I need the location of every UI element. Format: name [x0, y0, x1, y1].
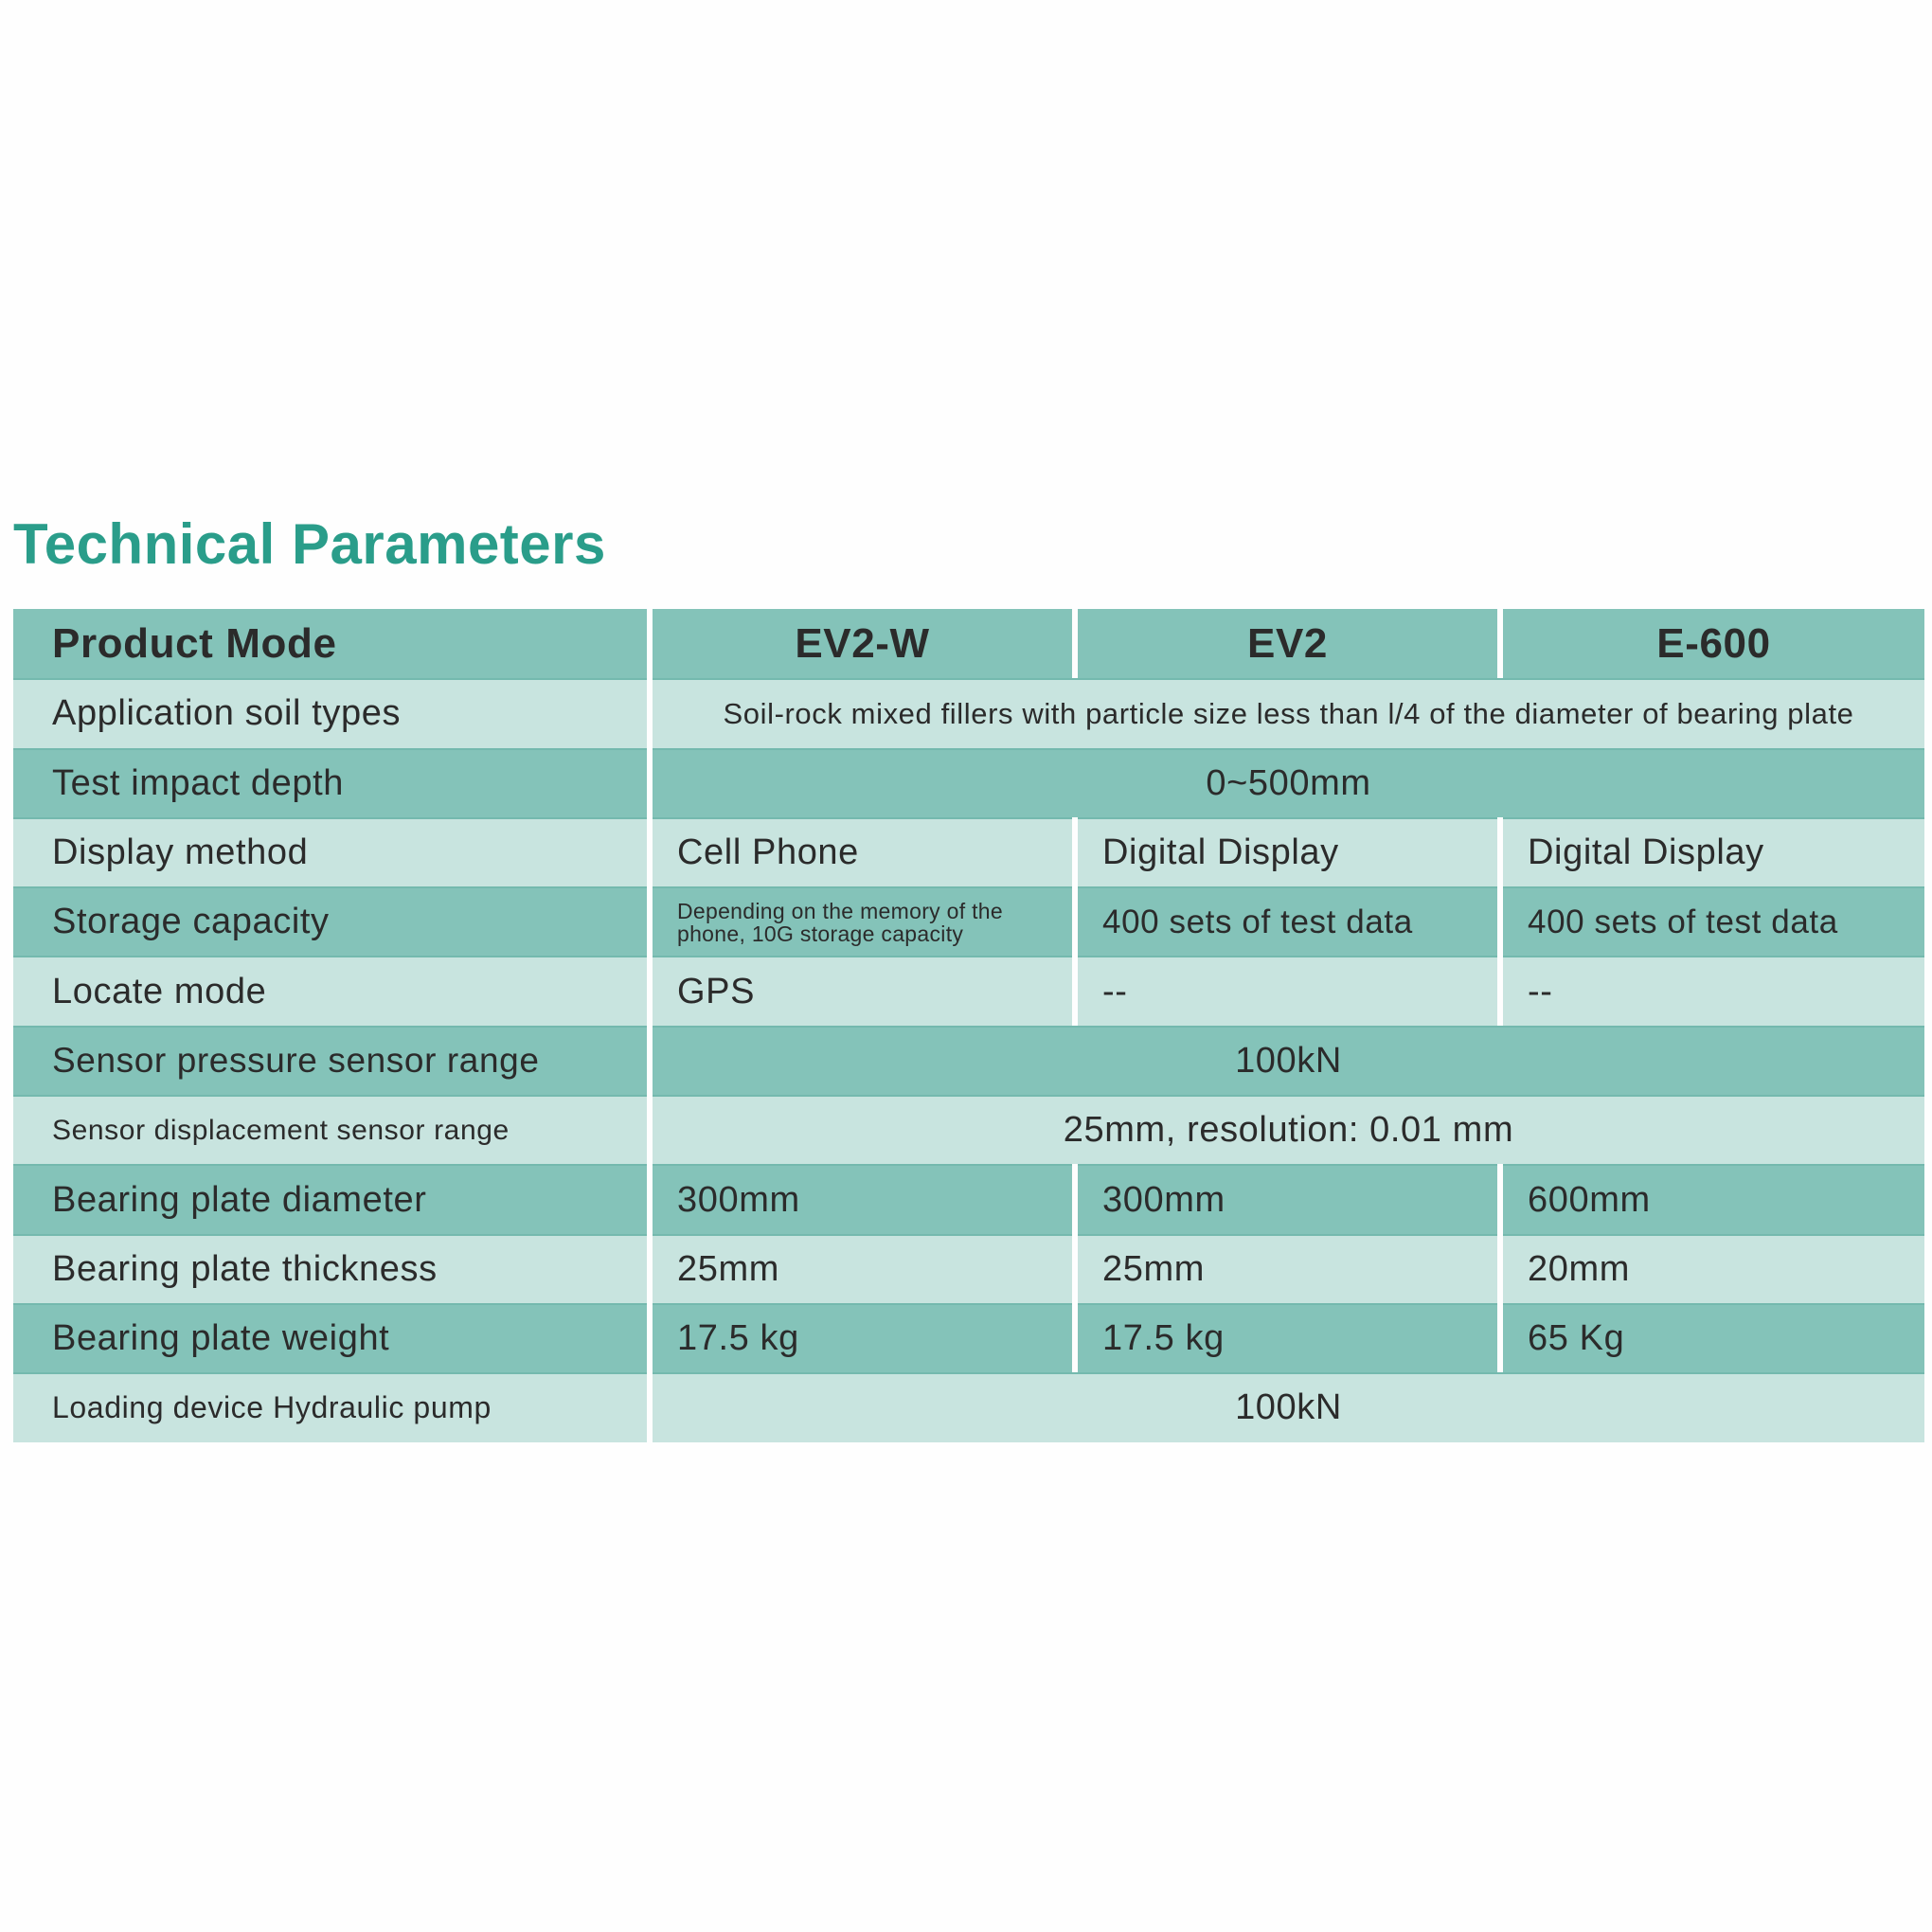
- cell-displacement: 25mm, resolution: 0.01 mm: [653, 1095, 1924, 1165]
- cell-loading: 100kN: [653, 1372, 1924, 1442]
- cell-storage-ev2: 400 sets of test data: [1078, 886, 1497, 957]
- cell-weight-ev2: 17.5 kg: [1078, 1302, 1497, 1373]
- cell-weight-ev2-w: 17.5 kg: [653, 1302, 1072, 1373]
- row-label-depth: Test impact depth: [13, 747, 647, 817]
- technical-parameters-table: Product Mode EV2-W EV2 E-600 Application…: [13, 609, 1924, 1442]
- cell-diameter-e-600: 600mm: [1503, 1164, 1924, 1234]
- row-label-diameter: Bearing plate diameter: [13, 1164, 647, 1234]
- cell-locate-ev2: --: [1078, 956, 1497, 1026]
- row-label-thickness: Bearing plate thickness: [13, 1233, 647, 1303]
- row-label-pressure: Sensor pressure sensor range: [13, 1025, 647, 1096]
- page-title: Technical Parameters: [13, 512, 606, 576]
- row-label-weight: Bearing plate weight: [13, 1302, 647, 1373]
- cell-thickness-ev2-w: 25mm: [653, 1233, 1072, 1303]
- cell-depth: 0~500mm: [653, 747, 1924, 817]
- header-model-e-600: E-600: [1503, 609, 1924, 679]
- cell-storage-ev2-w: Depending on the memory of the phone, 10…: [653, 886, 1072, 957]
- row-label-storage: Storage capacity: [13, 886, 647, 957]
- cell-pressure: 100kN: [653, 1025, 1924, 1096]
- cell-thickness-e-600: 20mm: [1503, 1233, 1924, 1303]
- cell-locate-e-600: --: [1503, 956, 1924, 1026]
- cell-storage-e-600: 400 sets of test data: [1503, 886, 1924, 957]
- cell-display-ev2: Digital Display: [1078, 816, 1497, 887]
- row-label-display: Display method: [13, 816, 647, 887]
- cell-display-ev2-w: Cell Phone: [653, 816, 1072, 887]
- cell-thickness-ev2: 25mm: [1078, 1233, 1497, 1303]
- cell-locate-ev2-w: GPS: [653, 956, 1072, 1026]
- row-label-locate: Locate mode: [13, 956, 647, 1026]
- cell-application: Soil-rock mixed fillers with particle si…: [653, 678, 1924, 748]
- header-product-mode: Product Mode: [13, 609, 647, 679]
- cell-diameter-ev2: 300mm: [1078, 1164, 1497, 1234]
- cell-diameter-ev2-w: 300mm: [653, 1164, 1072, 1234]
- header-model-ev2-w: EV2-W: [653, 609, 1072, 679]
- cell-display-e-600: Digital Display: [1503, 816, 1924, 887]
- cell-weight-e-600: 65 Kg: [1503, 1302, 1924, 1373]
- row-label-loading: Loading device Hydraulic pump: [13, 1372, 647, 1442]
- row-label-application: Application soil types: [13, 678, 647, 748]
- row-label-displacement: Sensor displacement sensor range: [13, 1095, 647, 1165]
- header-model-ev2: EV2: [1078, 609, 1497, 679]
